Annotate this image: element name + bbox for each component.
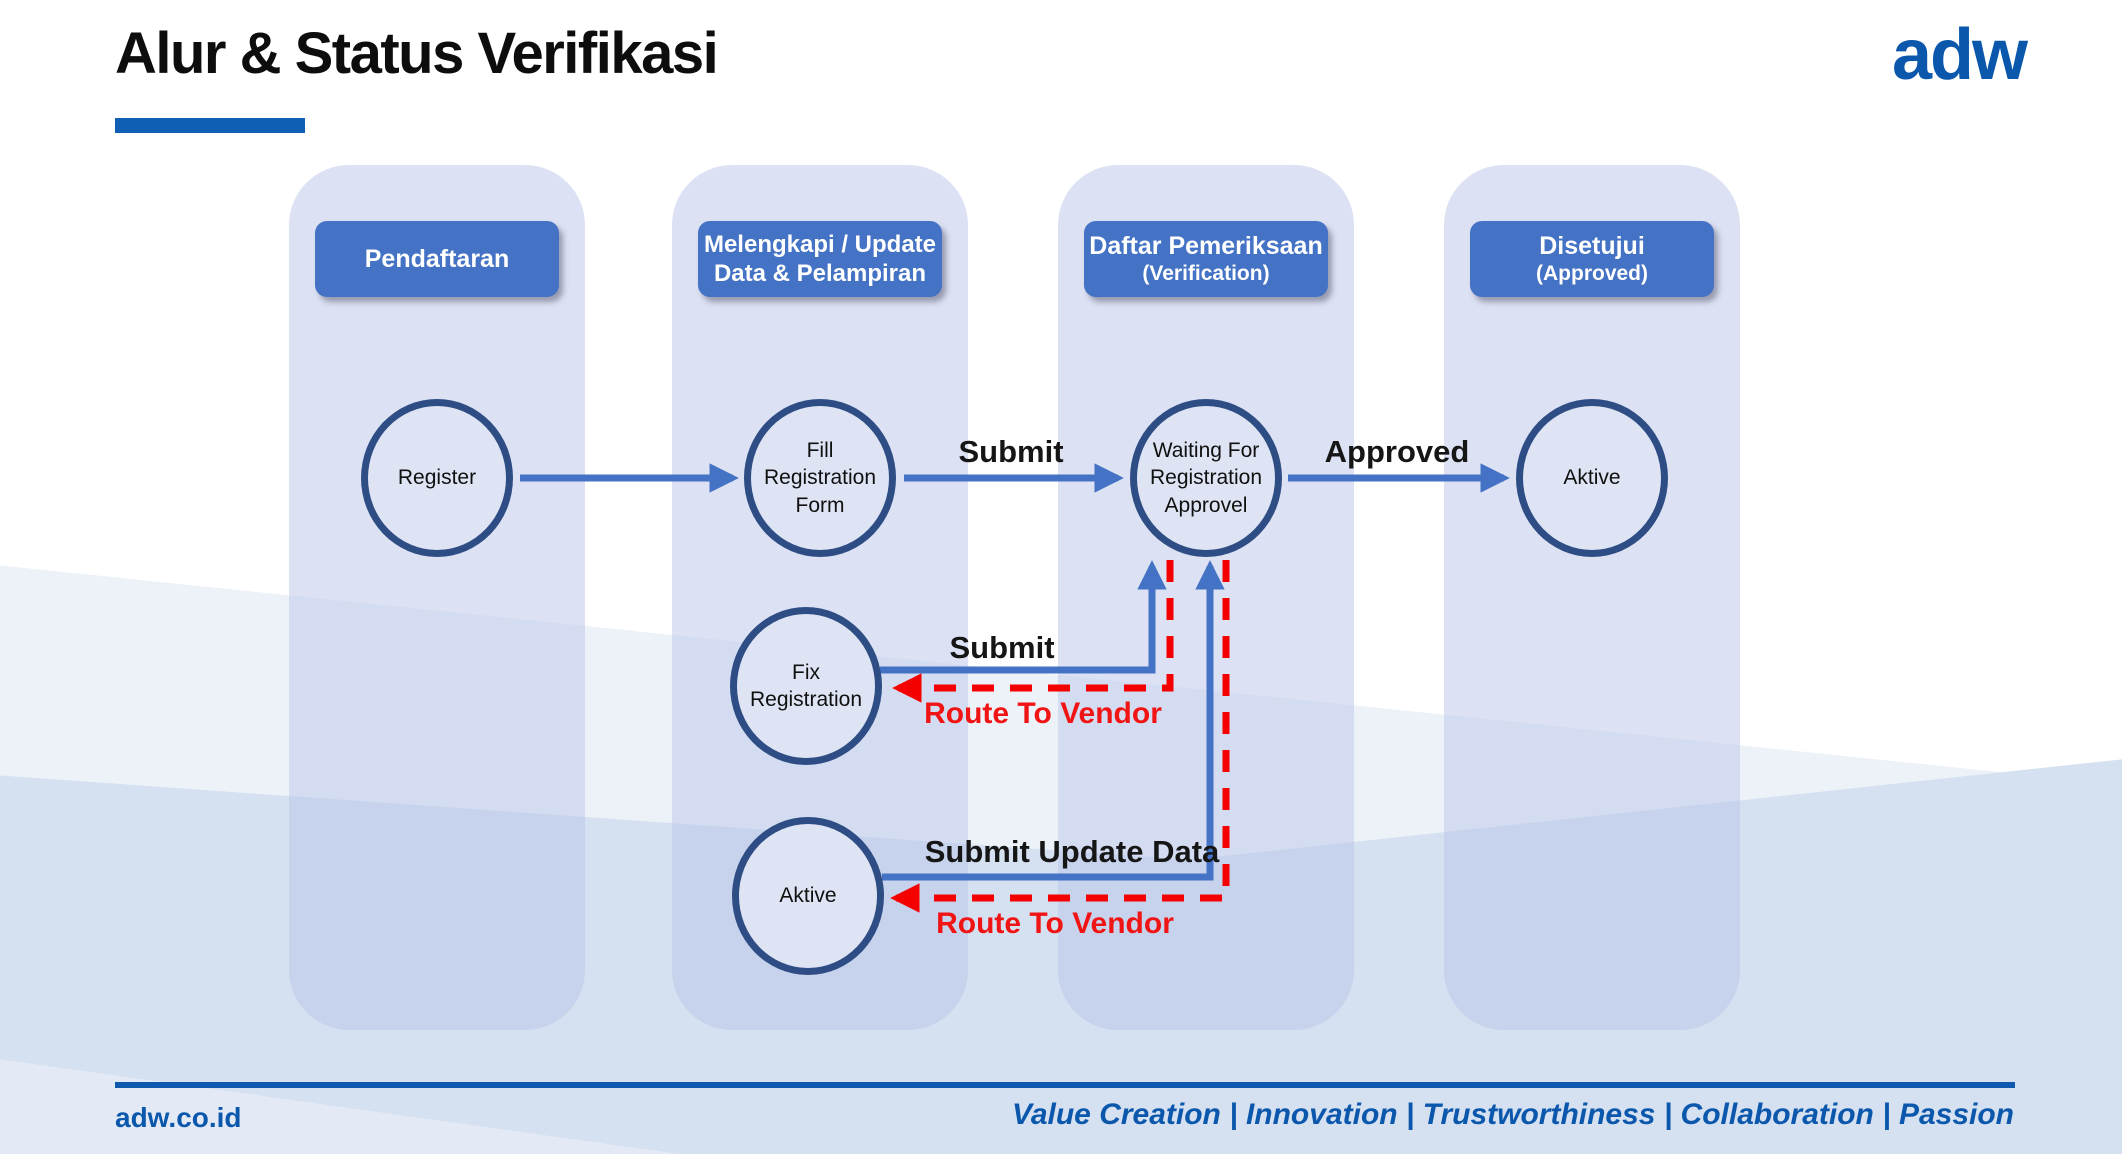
footer-divider-line [115,1082,2015,1088]
node-aktive-update: Aktive [732,817,884,975]
lane-header-label: Disetujui [1539,231,1645,260]
node-aktive-approved: Aktive [1516,399,1668,557]
title-underline-bar [115,118,305,133]
lane-header-label: Melengkapi / Update [703,230,937,258]
edge-label-route-to-vendor-2: Route To Vendor [936,907,1174,940]
node-register: Register [361,399,513,557]
page-title: Alur & Status Verifikasi [115,21,719,86]
node-fix-registration: Fix Registration [730,607,882,765]
lane-header-label-line2: Data & Pelampiran [713,260,927,287]
lane-header-disetujui: Disetujui (Approved) [1470,221,1714,297]
footer-tagline: Value Creation | Innovation | Trustworth… [1011,1098,2014,1131]
edge-label-submit-update-data: Submit Update Data [924,834,1220,869]
lane-disetujui: Disetujui (Approved) [1444,165,1740,1030]
lane-header-label: Pendaftaran [364,244,510,273]
edge-label-approved: Approved [1324,434,1470,469]
lane-header-melengkapi-update: Melengkapi / Update Data & Pelampiran [698,221,942,297]
edge-label-submit-1: Submit [958,434,1064,469]
lane-header-daftar-pemeriksaan: Daftar Pemeriksaan (Verification) [1084,221,1328,297]
node-fill-registration-form: Fill Registration Form [744,399,896,557]
footer-website: adw.co.id [115,1102,242,1133]
lane-header-sublabel: (Verification) [1142,262,1270,286]
lane-header-sublabel: (Approved) [1536,262,1648,286]
lane-daftar-pemeriksaan: Daftar Pemeriksaan (Verification) [1058,165,1354,1030]
lane-header-pendaftaran: Pendaftaran [315,221,559,297]
lane-pendaftaran: Pendaftaran [289,165,585,1030]
edge-label-route-to-vendor-1: Route To Vendor [924,697,1162,730]
node-waiting-for-registration-approvel: Waiting For Registration Approvel [1130,399,1282,557]
edge-label-submit-2: Submit [949,630,1055,665]
adw-logo: adw [1891,15,2028,95]
lane-header-label: Daftar Pemeriksaan [1089,231,1323,260]
